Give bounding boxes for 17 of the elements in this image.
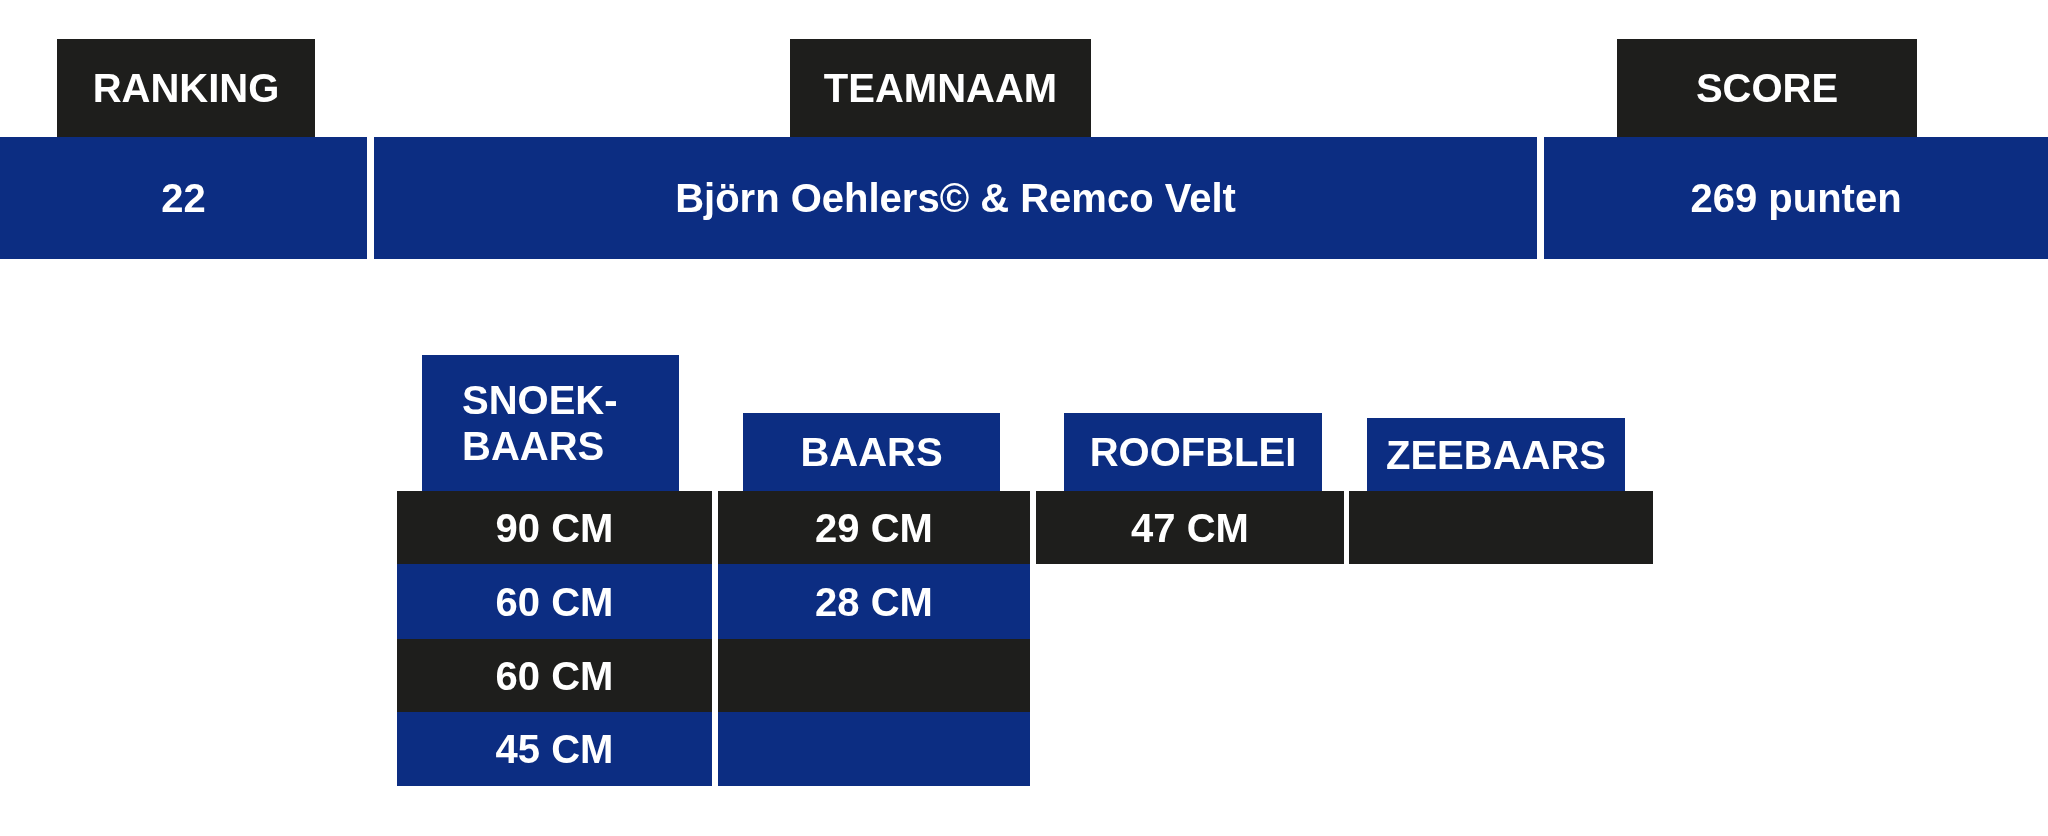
table-cell: 90 CM [397, 491, 712, 564]
column-header: ROOFBLEI [1064, 413, 1322, 491]
table-cell: 47 CM [1036, 491, 1344, 564]
column-header: SCORE [1617, 39, 1917, 137]
table-cell: 269 punten [1544, 137, 2048, 259]
column-header: RANKING [57, 39, 315, 137]
column-header: TEAMNAAM [790, 39, 1091, 137]
column-header: ZEEBAARS [1367, 418, 1625, 491]
table-cell: 60 CM [397, 564, 712, 639]
table-cell: 22 [0, 137, 367, 259]
table-cell: 28 CM [718, 564, 1030, 639]
column-header: SNOEK-BAARS [422, 355, 679, 491]
table-cell: 29 CM [718, 491, 1030, 564]
table-cell: Björn Oehlers© & Remco Velt [374, 137, 1537, 259]
table-cell: 60 CM [397, 639, 712, 712]
column-header: BAARS [743, 413, 1000, 491]
table-cell: 45 CM [397, 712, 712, 786]
